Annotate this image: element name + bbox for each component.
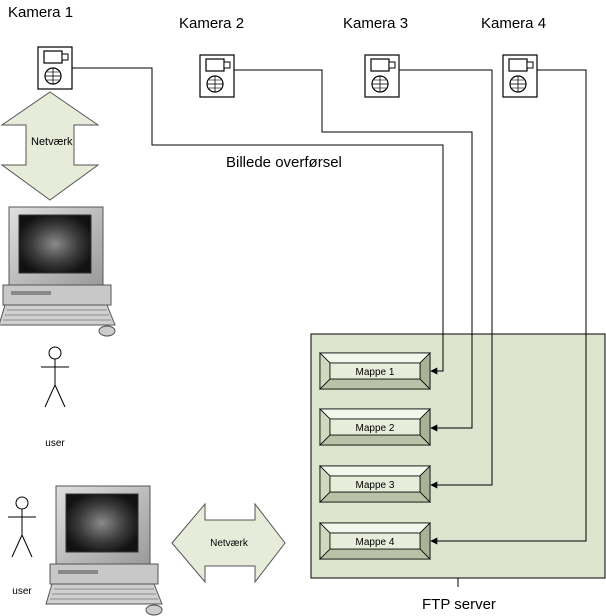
- connector-camera-3: [399, 69, 493, 489]
- network-arrow-top: [0, 91, 100, 201]
- network-arrow-bottom: [171, 502, 286, 584]
- connector-camera-2: [234, 69, 473, 432]
- camera-2-icon: [199, 54, 235, 98]
- folder-2-label: Mappe 2: [356, 423, 395, 434]
- network-label-bottom: Netværk: [210, 538, 249, 549]
- user-top-icon: [40, 346, 70, 408]
- folder-2: Mappe 2: [319, 408, 431, 446]
- user-top-label: user: [45, 438, 65, 449]
- folder-3-label: Mappe 3: [356, 480, 395, 491]
- folder-1-label: Mappe 1: [356, 367, 395, 378]
- connector-camera-1: [72, 67, 444, 375]
- camera-1-icon: [37, 46, 73, 90]
- ftp-server-label: FTP server: [422, 596, 496, 613]
- network-label-top: Netværk: [31, 136, 73, 148]
- computer-bottom-icon: [45, 485, 163, 616]
- camera-1-label: Kamera 1: [8, 4, 73, 21]
- user-bottom-icon: [7, 496, 37, 558]
- connector-camera-4: [430, 69, 587, 545]
- camera-4-icon: [502, 54, 538, 98]
- camera-3-icon: [364, 54, 400, 98]
- folder-4-label: Mappe 4: [356, 537, 395, 548]
- camera-2-label: Kamera 2: [179, 15, 244, 32]
- folder-1: Mappe 1: [319, 352, 431, 390]
- user-bottom-label: user: [12, 586, 32, 597]
- folder-3: Mappe 3: [319, 465, 431, 503]
- camera-3-label: Kamera 3: [343, 15, 408, 32]
- folder-4: Mappe 4: [319, 522, 431, 560]
- computer-top-icon: [0, 206, 116, 337]
- transfer-label: Billede overførsel: [226, 154, 342, 171]
- camera-4-label: Kamera 4: [481, 15, 546, 32]
